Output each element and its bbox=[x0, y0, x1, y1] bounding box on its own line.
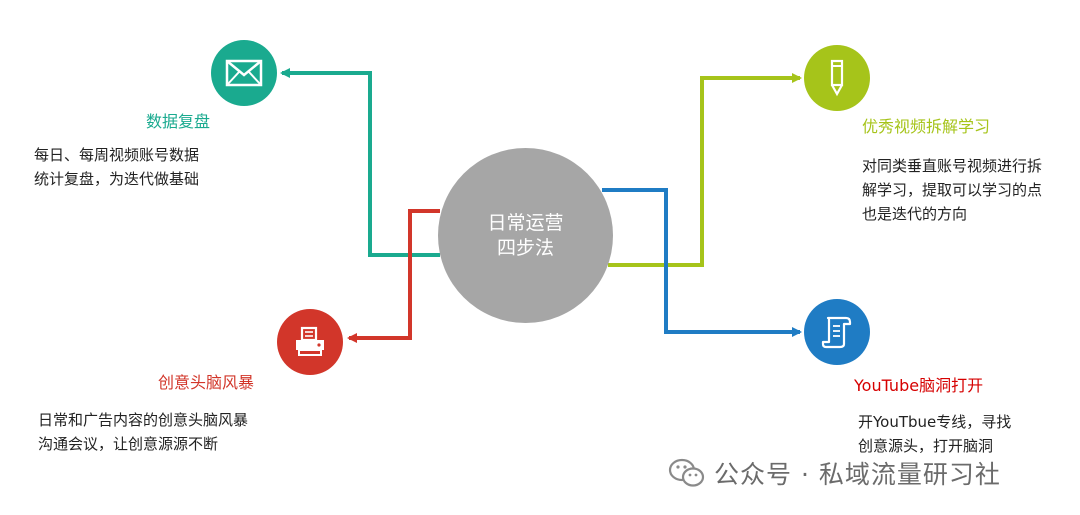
data-review-title: 数据复盘 bbox=[146, 112, 211, 131]
brainstorm-title: 创意头脑风暴 bbox=[158, 373, 255, 392]
node-brainstorm bbox=[277, 309, 343, 375]
brainstorm-desc-line-2: 沟通会议，让创意源源不断 bbox=[38, 435, 219, 453]
node-data-review bbox=[211, 40, 277, 106]
data-review-desc: 每日、每周视频账号数据 统计复盘，为迭代做基础 bbox=[34, 143, 199, 191]
center-line-1: 日常运营 bbox=[487, 211, 564, 234]
center-line-2: 四步法 bbox=[496, 236, 554, 259]
node-youtube bbox=[804, 299, 870, 365]
video-study-desc-line-3: 也是迭代的方向 bbox=[862, 205, 968, 223]
envelope-icon bbox=[225, 59, 263, 87]
connector-youtube bbox=[602, 188, 802, 337]
video-study-title: 优秀视频拆解学习 bbox=[862, 117, 991, 136]
youtube-desc: 开YouTbue专线，寻找 创意源头，打开脑洞 bbox=[858, 410, 1011, 458]
brainstorm-desc-line-1: 日常和广告内容的创意头脑风暴 bbox=[38, 411, 249, 429]
connector-brainstorm bbox=[347, 209, 440, 343]
video-study-desc-line-1: 对同类垂直账号视频进行拆 bbox=[862, 157, 1043, 175]
video-study-desc: 对同类垂直账号视频进行拆 解学习，提取可以学习的点 也是迭代的方向 bbox=[862, 154, 1042, 226]
youtube-title: YouTube脑洞打开 bbox=[854, 376, 984, 395]
watermark-text: 公众号 · 私域流量研习社 bbox=[714, 460, 1001, 489]
scroll-icon bbox=[821, 316, 852, 349]
node-video-study bbox=[804, 45, 870, 111]
center-hub: 日常运营 四步法 bbox=[438, 148, 613, 323]
youtube-desc-line-2: 创意源头，打开脑洞 bbox=[858, 437, 994, 455]
brainstorm-desc: 日常和广告内容的创意头脑风暴 沟通会议，让创意源源不断 bbox=[38, 408, 248, 456]
data-review-desc-line-2: 统计复盘，为迭代做基础 bbox=[34, 170, 200, 188]
data-review-desc-line-1: 每日、每周视频账号数据 bbox=[34, 146, 200, 164]
wechat-icon bbox=[668, 458, 705, 487]
watermark: 公众号 · 私域流量研习社 bbox=[668, 455, 1001, 491]
connector-data-review bbox=[280, 68, 440, 257]
printer-icon bbox=[296, 326, 324, 356]
youtube-desc-line-1: 开YouTbue专线，寻找 bbox=[858, 413, 1012, 431]
video-study-desc-line-2: 解学习，提取可以学习的点 bbox=[862, 181, 1043, 199]
connector-video-study bbox=[608, 73, 802, 267]
pencil-icon bbox=[830, 59, 844, 97]
